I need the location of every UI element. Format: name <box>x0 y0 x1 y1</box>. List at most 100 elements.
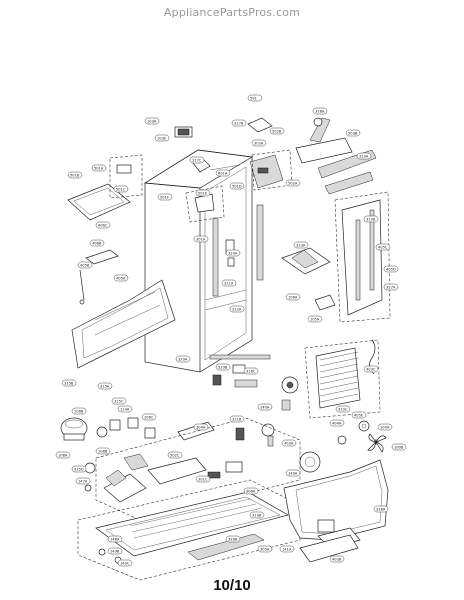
part-label: 306A <box>243 487 259 495</box>
part-label: 502A <box>285 179 301 187</box>
svg-text:501F: 501F <box>160 196 169 200</box>
svg-text:405D: 405D <box>386 268 396 272</box>
part-label: 315C <box>111 397 127 405</box>
part-label: 319A <box>356 152 372 160</box>
part-label: 405D <box>383 265 399 273</box>
svg-text:147A: 147A <box>78 480 88 484</box>
svg-text:319C: 319C <box>338 408 348 412</box>
svg-text:315A: 315A <box>100 385 110 389</box>
part-label: 501F <box>157 193 173 201</box>
site-watermark: AppliancePartsPros.com <box>163 6 301 19</box>
part-label: 148A <box>107 535 123 543</box>
svg-text:312A: 312A <box>232 308 242 312</box>
svg-text:100B: 100B <box>394 446 404 450</box>
svg-text:311A: 311A <box>224 282 234 286</box>
svg-text:301A: 301A <box>196 238 206 242</box>
part-label: 147A <box>75 477 91 485</box>
part-label: 501D <box>229 182 245 190</box>
part-label: 312A <box>229 305 245 313</box>
part-label: 405C <box>375 243 391 251</box>
part-label: 405E <box>351 411 367 419</box>
svg-text:317C: 317C <box>192 159 202 163</box>
part-label: 403C <box>363 365 379 373</box>
part-label: 319C <box>335 405 351 413</box>
svg-text:502C: 502C <box>170 454 180 458</box>
svg-text:329B: 329B <box>218 366 228 370</box>
svg-text:501B: 501B <box>70 174 80 178</box>
part-label: 403A <box>281 439 297 447</box>
part-label: 301C <box>195 475 211 483</box>
part-label: 149C <box>117 559 133 567</box>
left-assemblies <box>67 154 176 369</box>
svg-text:403B: 403B <box>332 558 342 562</box>
svg-text:310B: 310B <box>366 218 376 222</box>
part-label: 317B <box>231 119 247 127</box>
part-label: 103A <box>144 117 160 125</box>
svg-text:405A: 405A <box>116 277 126 281</box>
part-label: 502C <box>167 451 183 459</box>
svg-text:403C: 403C <box>366 368 376 372</box>
svg-text:591: 591 <box>250 97 257 101</box>
part-label: 405B <box>77 261 93 269</box>
svg-text:601A: 601A <box>218 172 228 176</box>
part-label: 403B <box>329 555 345 563</box>
svg-text:315C: 315C <box>114 400 124 404</box>
part-label: 317A <box>383 283 399 291</box>
svg-text:106B: 106B <box>74 410 84 414</box>
part-label: 106A <box>285 293 301 301</box>
svg-text:319A: 319A <box>359 155 369 159</box>
svg-text:326A: 326A <box>376 508 386 512</box>
svg-text:315D: 315D <box>74 468 84 472</box>
part-label: 404A <box>329 419 345 427</box>
part-label: 305A <box>257 545 273 553</box>
svg-text:306A: 306A <box>246 490 256 494</box>
part-label: 108B <box>95 447 111 455</box>
part-label: 106C <box>141 413 157 421</box>
part-label: 313A <box>293 241 309 249</box>
part-label: 316C <box>243 367 259 375</box>
svg-text:103A: 103A <box>147 120 157 124</box>
part-label: 103E <box>154 134 170 142</box>
svg-text:326B: 326B <box>228 538 238 542</box>
part-label: 315D <box>71 465 87 473</box>
svg-text:103E: 103E <box>157 137 167 141</box>
part-label: 301A <box>193 235 209 243</box>
part-label: 140A <box>257 403 273 411</box>
svg-text:503B: 503B <box>348 132 358 136</box>
svg-text:501D: 501D <box>232 185 242 189</box>
svg-text:502A: 502A <box>288 182 298 186</box>
part-label: 149A <box>285 469 301 477</box>
svg-text:319B: 319B <box>252 514 262 518</box>
part-label: 601A <box>215 169 231 177</box>
fan-blade-icon <box>367 433 387 453</box>
svg-text:106C: 106C <box>144 416 154 420</box>
svg-text:501E: 501E <box>198 192 208 196</box>
part-label: 501E <box>195 189 211 197</box>
svg-text:317B: 317B <box>234 122 244 126</box>
svg-text:315B: 315B <box>64 382 74 386</box>
machine-compartment <box>60 417 301 581</box>
part-label: 149B <box>107 547 123 555</box>
svg-text:149B: 149B <box>110 550 120 554</box>
part-label: 329B <box>215 363 231 371</box>
svg-text:502B: 502B <box>272 130 282 134</box>
part-label: 114A <box>117 405 133 413</box>
svg-text:317A: 317A <box>386 286 396 290</box>
svg-text:316C: 316C <box>246 370 256 374</box>
svg-text:305A: 305A <box>260 548 270 552</box>
svg-text:100A: 100A <box>380 426 390 430</box>
svg-text:406C: 406C <box>98 224 108 228</box>
svg-text:311B: 311B <box>232 418 242 422</box>
part-label: 310B <box>363 215 379 223</box>
part-label: 310A <box>225 249 241 257</box>
svg-text:141A: 141A <box>282 548 292 552</box>
svg-text:301C: 301C <box>198 478 208 482</box>
part-label: 501B <box>67 171 83 179</box>
part-label: 326B <box>225 535 241 543</box>
svg-text:405E: 405E <box>354 414 364 418</box>
part-label: 311B <box>229 415 245 423</box>
svg-text:149A: 149A <box>288 472 298 476</box>
svg-text:405B: 405B <box>80 264 90 268</box>
